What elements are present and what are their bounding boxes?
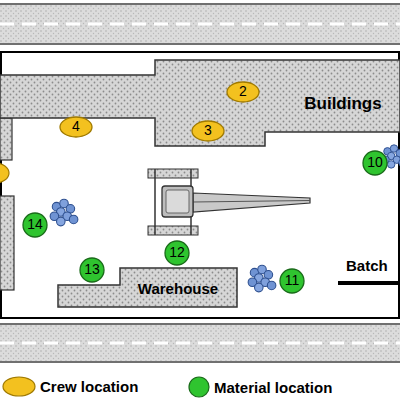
material-marker: 14 — [22, 212, 48, 238]
road — [0, 4, 400, 44]
road — [0, 324, 400, 362]
crane-frame — [154, 169, 156, 235]
material-marker — [280, 269, 304, 293]
material-marker: 13 — [79, 257, 105, 283]
material-marker — [23, 213, 47, 237]
crew-marker: 2 — [226, 81, 260, 103]
crew-marker: 4 — [59, 116, 93, 138]
callout-number: 14 — [27, 217, 43, 232]
callout-number: 4 — [72, 119, 80, 134]
material-pile — [50, 199, 78, 226]
road-edge — [0, 3, 400, 5]
callout-number: 3 — [204, 123, 212, 138]
road-edge — [0, 361, 400, 363]
warehouse-block: Warehouse — [58, 268, 238, 308]
block-outline — [0, 60, 400, 146]
batch-plant-line — [338, 281, 400, 285]
material-marker — [80, 258, 104, 282]
crane-cab — [162, 186, 193, 217]
block-label: Warehouse — [138, 280, 218, 297]
building-block: Buildings 2 4 3 — [0, 60, 400, 147]
road-edge — [0, 323, 400, 325]
area-label: Batch — [346, 257, 388, 274]
crane-jib — [193, 201, 310, 203]
block-outline — [58, 268, 237, 307]
road-marking — [0, 342, 400, 345]
material-pile — [248, 265, 276, 292]
legend-swatch — [188, 376, 210, 398]
material-marker: 12 — [164, 240, 190, 266]
crew-marker — [60, 117, 92, 137]
crane-jib — [193, 193, 310, 212]
road-marking — [0, 23, 400, 26]
crew-marker — [227, 82, 259, 102]
building-part — [0, 118, 12, 160]
callout-number: 2 — [239, 84, 247, 99]
block-label: Buildings — [304, 94, 381, 114]
callout-number: 11 — [285, 273, 300, 288]
road-edge — [0, 43, 400, 45]
legend-swatch — [189, 377, 209, 397]
crew-marker — [0, 163, 9, 183]
crew-marker — [192, 121, 224, 141]
callout-number: 10 — [367, 155, 383, 170]
legend-swatch — [3, 377, 35, 396]
crane-cab — [166, 190, 189, 213]
building-part — [0, 196, 14, 290]
material-marker: 10 — [362, 150, 388, 176]
legend-swatch — [2, 376, 36, 397]
legend-text: Crew location — [40, 378, 138, 395]
material-marker — [165, 241, 189, 265]
material-marker: 11 — [279, 268, 305, 294]
crew-marker: 3 — [191, 120, 225, 142]
callout-number: 13 — [84, 262, 100, 277]
callout-number: 12 — [169, 245, 185, 260]
legend-text: Material location — [214, 379, 332, 396]
material-marker — [363, 151, 387, 175]
site-boundary — [1, 52, 399, 318]
